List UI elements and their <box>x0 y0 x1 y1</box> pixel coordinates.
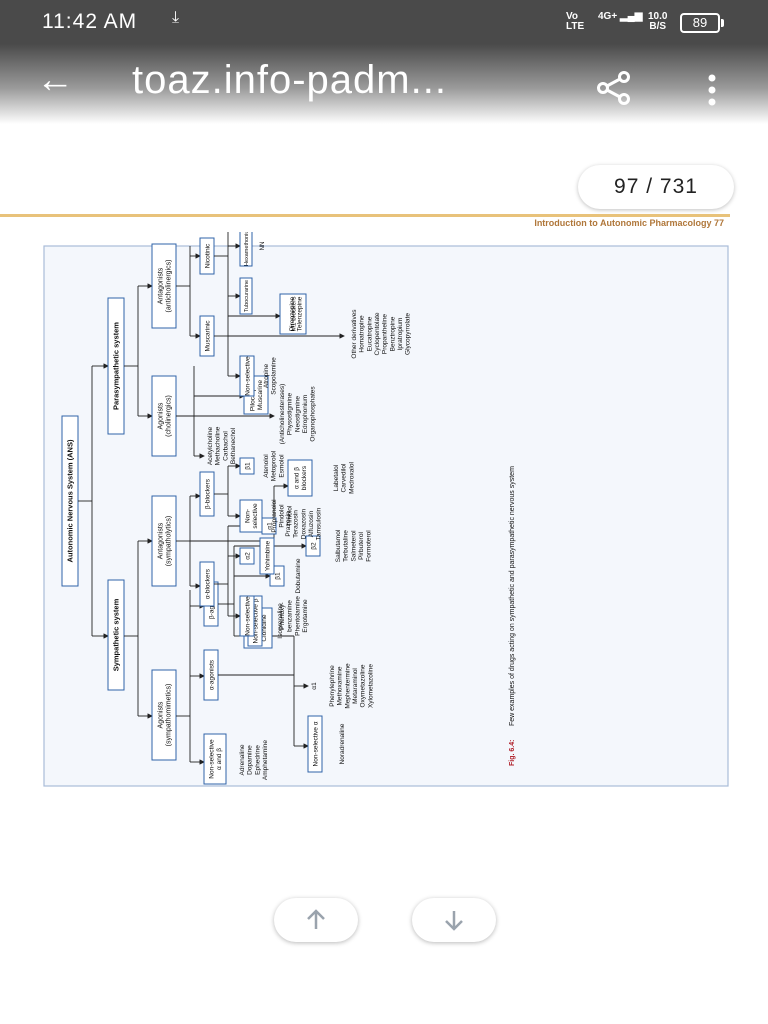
text-b2_drugs: SalbutamolTerbutalineSalmeterolPirbutero… <box>335 529 373 562</box>
text-nicotinic: Nicotinic <box>204 243 211 268</box>
text-nn: NN <box>260 242 266 251</box>
text-isoprenaline: Isoprenaline <box>277 603 284 639</box>
box-ab_a2 <box>239 547 255 565</box>
text-ab_blockers: α and βblockers <box>293 465 308 490</box>
more-options-icon[interactable] <box>700 70 724 110</box>
text-noradrenaline: Noradrenaline <box>339 723 346 764</box>
text-nm_drug: Tubocurarine <box>244 280 250 312</box>
volte-indicator: Vo LTE <box>566 11 585 32</box>
text-caption_fig: Fig. 6.4: <box>509 740 516 766</box>
text-musc_nonsel: Non-selective <box>244 356 251 396</box>
status-bar: 11:42 AM ⤓ Vo LTE 4G+ ▂▄▆ 10.0 B/S 89 <box>0 0 768 44</box>
text-other_deriv: Other derivativesHomatropineEucatropineC… <box>351 309 412 359</box>
text-ab_a2: α2 <box>244 552 251 560</box>
text-symp_agonists: Agonists(sympathomimetics) <box>157 684 172 747</box>
text-ab_blockers_drugs: LabetalolCarvedilolMedroxalol <box>333 462 355 494</box>
text-a1_drugs: PhenylephrineMethoxamineMephentermineMet… <box>329 663 374 709</box>
download-icon: ⤓ <box>172 9 180 26</box>
text-bb_nonsel_drugs: PropranololPindololTimolol <box>271 499 293 533</box>
clock: 11:42 AM <box>42 10 138 33</box>
text-m1_drugs: PirenzepineTelenzepine <box>289 296 304 331</box>
text-anticholinesterase: (Anticholinesterases)PhysostigmineNeosti… <box>279 384 317 445</box>
text-nonsel_ab: Non-selectiveα and β <box>208 739 223 779</box>
text-symp_antagonists: Antagonists(sympatholytics) <box>157 516 172 567</box>
text-m1_blockers: M1 blockers <box>290 296 297 332</box>
text-bb_b1_drugs: AtenololMetoprololEsmolol <box>263 450 285 481</box>
text-yohimbine: Yohimbine <box>264 541 271 572</box>
box-bb_nonsel <box>239 499 263 533</box>
text-ab_nonsel: Non-selective <box>244 596 251 636</box>
next-page-button[interactable] <box>412 898 496 942</box>
previous-page-button[interactable] <box>274 898 358 942</box>
app-toolbar: ← toaz.info-padm... <box>0 44 768 124</box>
box-m1_blockers <box>279 293 307 335</box>
box-ab_nonsel <box>239 595 255 637</box>
text-beta_blockers: β-blockers <box>204 478 211 509</box>
text-muscarinic: Muscarinic <box>204 320 211 352</box>
box-sympathetic <box>107 579 125 691</box>
box-b2_label <box>305 535 321 557</box>
text-sympathetic: Sympathetic system <box>112 598 121 671</box>
text-bb_nonsel: Non-selective <box>244 503 259 529</box>
box-nm_drug <box>239 277 253 315</box>
text-caption_text: Few examples of drugs acting on sympathe… <box>509 466 516 726</box>
battery-icon: 89 <box>680 13 724 33</box>
box-nonsel_alpha <box>307 715 323 773</box>
document-title: toaz.info-padm... <box>132 58 447 102</box>
back-arrow-icon[interactable]: ← <box>36 59 74 101</box>
text-nonsel_alpha: Non-selective α <box>312 721 319 766</box>
text-b2_label: β2 <box>310 542 317 550</box>
text-b1_label: β1 <box>274 572 281 580</box>
box-nonsel_ab <box>203 733 227 785</box>
box-ab_blockers <box>287 459 313 497</box>
box-nn_drug <box>239 232 253 267</box>
box-yohimbine <box>259 537 275 575</box>
text-root: Autonomic Nervous System (ANS) <box>66 439 75 562</box>
arrow-down-icon <box>445 911 463 931</box>
share-icon[interactable] <box>594 68 634 108</box>
document-page: Autonomic Nervous System (ANS) Sympatheti… <box>43 232 729 787</box>
text-ab_a1: α1 <box>266 522 273 530</box>
text-para_agonists: Agonists(cholinergics) <box>157 395 172 437</box>
text-a1_label: α1 <box>311 682 318 690</box>
page-running-header: Introduction to Autonomic Pharmacology 7… <box>0 214 730 235</box>
text-bb_b1: β1 <box>244 462 251 470</box>
text-alpha_blockers: α-blockers <box>204 568 211 599</box>
arrow-up-icon <box>307 909 325 929</box>
text-a2_drugs: Clonidine <box>261 614 268 641</box>
text-musc_nonsel_drugs: AtropineScopolamine <box>263 357 278 395</box>
text-parasympathetic: Parasympathetic system <box>112 322 121 410</box>
text-nonsel_ab_drugs: AdrenalineDopamineEphedrineAmphetamine <box>239 740 269 780</box>
text-b1_drugs: Dobutamine <box>295 558 302 593</box>
text-chol_direct: AcetylcholineMethacholineCarbacholBethan… <box>207 426 237 465</box>
network-speed: 10.0 B/S <box>648 11 668 32</box>
text-nonsel_beta: Non-selective β <box>252 598 259 643</box>
box-bb_b1 <box>239 457 255 475</box>
text-ab_nonsel_drugs: Phenoxy-benzaminePhentolamineErgotamine <box>279 596 309 636</box>
text-para_antagonists: Antagonists(anticholinergics) <box>157 260 172 313</box>
box-symp_agonists <box>151 669 177 761</box>
page-indicator: 97 / 731 <box>578 165 734 209</box>
text-alpha_agonists: α-agonists <box>208 659 215 690</box>
signal-icon: 4G+ ▂▄▆ <box>598 11 643 22</box>
box-musc_nonsel <box>239 355 255 397</box>
text-ab_a1_drugs: PrazosinTerazosinDoxazosinAlfuzosinTamsu… <box>285 507 323 540</box>
text-nn_drug: Hexamethonium <box>244 232 250 266</box>
